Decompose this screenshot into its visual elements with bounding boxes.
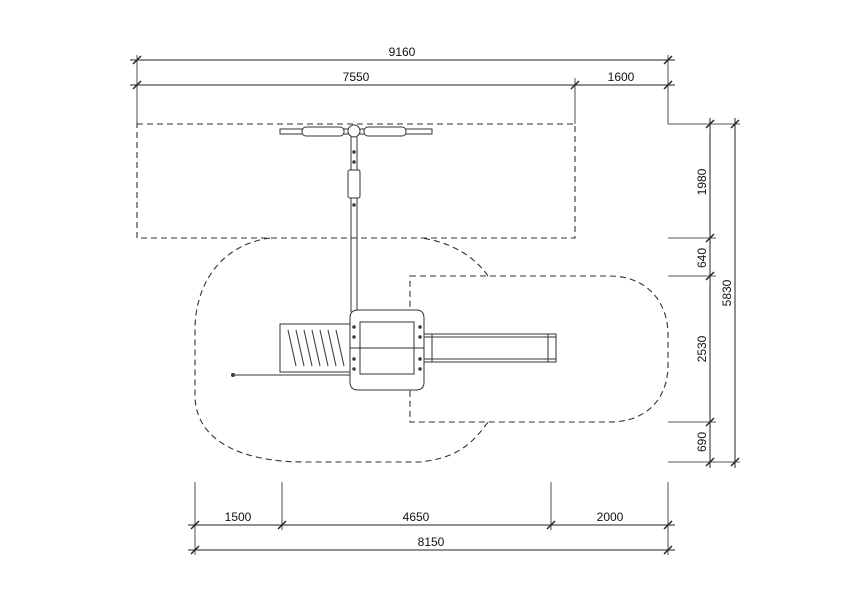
dim-top-left: 7550 [343, 70, 370, 84]
swing-safety-zone [136, 123, 576, 239]
post-bolt [352, 150, 356, 154]
swing-pivot [347, 124, 361, 138]
dim-bottom-3: 2000 [597, 510, 624, 524]
dim-right-1: 1980 [695, 168, 709, 195]
dim-bottom-1: 1500 [225, 510, 252, 524]
dim-right-4: 690 [695, 432, 709, 452]
swing-seat-left [301, 126, 345, 137]
tower-bolts [352, 325, 422, 371]
post-bolt [352, 160, 356, 164]
top-dimensions [130, 55, 740, 125]
bottom-dimensions [188, 482, 675, 555]
post-bolt [352, 203, 356, 207]
slide-safety-zone [409, 275, 669, 423]
dim-bottom-2: 4650 [403, 510, 430, 524]
ladder-rungs [287, 329, 345, 367]
main-safety-zone [194, 237, 489, 463]
equipment [231, 124, 557, 391]
dim-top-total: 9160 [389, 45, 416, 59]
right-dimensions [668, 118, 740, 468]
swing-post-clamp [347, 169, 361, 199]
rope-anchor [231, 373, 235, 377]
dim-top-right: 1600 [608, 70, 635, 84]
swing-seat-right [363, 126, 407, 137]
dim-right-3: 2530 [695, 335, 709, 362]
slide [423, 333, 557, 363]
dim-right-total: 5830 [720, 279, 734, 306]
safety-zones [136, 123, 669, 463]
dim-bottom-total: 8150 [418, 535, 445, 549]
dim-right-2: 640 [695, 248, 709, 268]
